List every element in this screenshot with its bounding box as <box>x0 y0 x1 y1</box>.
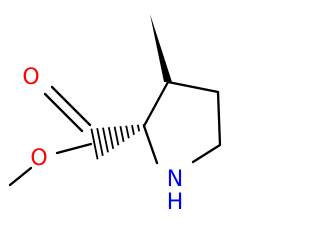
wedge-bond-methyl <box>150 14 172 82</box>
atom-label-ring-nitrogen: N <box>167 167 183 192</box>
double-bond-carbonyl-a <box>50 85 92 127</box>
bond-c5-n1 <box>191 143 222 164</box>
bond-n1-c2 <box>142 124 159 165</box>
bond-carbonyl-ester-oxygen <box>55 142 93 155</box>
structure-canvas: O O N H <box>8 14 222 215</box>
hashed-wedge-bond-ester <box>90 124 146 160</box>
atom-label-nitrogen-hydrogen: H <box>167 190 184 215</box>
atom-label-ester-oxygen: O <box>30 146 47 171</box>
double-bond-carbonyl-b <box>43 92 84 133</box>
atom-label-carbonyl-oxygen: O <box>22 65 39 90</box>
bond-c3-c4 <box>166 80 220 94</box>
bond-c2-c3 <box>142 80 170 128</box>
molecule-drawing: O O N H <box>8 14 222 215</box>
bond-c4-c5 <box>216 90 222 147</box>
bond-ester-oxygen-methyl <box>8 166 33 187</box>
